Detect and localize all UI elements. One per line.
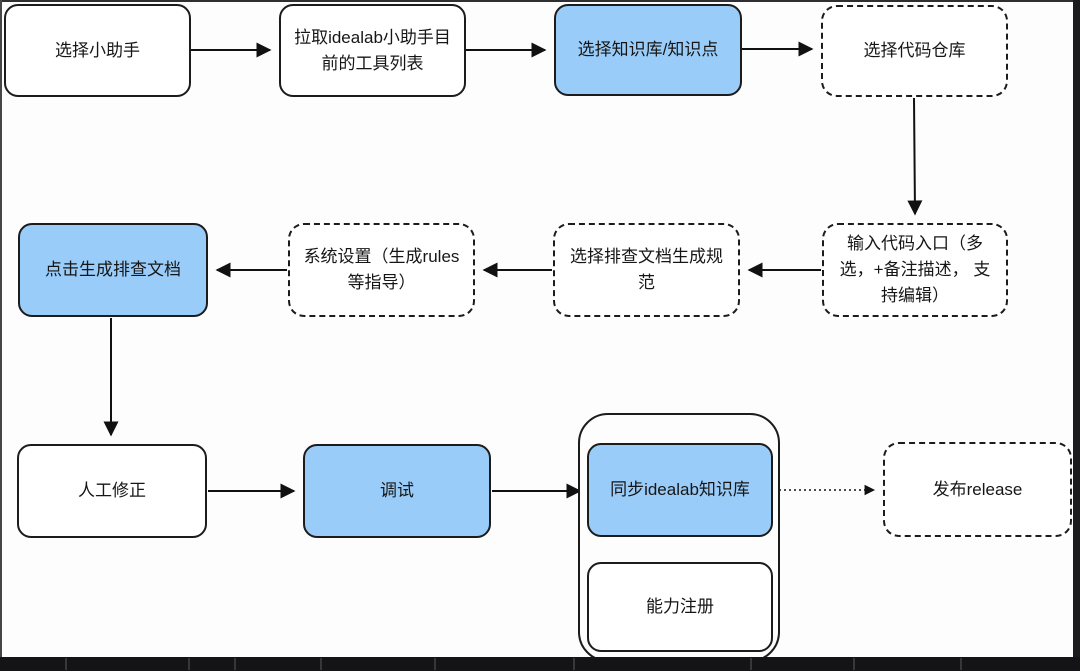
bottom-bar-divider: [960, 658, 962, 670]
screen-edge-right: [1073, 0, 1080, 671]
node-generate-troubleshoot-doc: 点击生成排查文档: [18, 223, 208, 317]
bottom-bar-divider: [234, 658, 236, 670]
edge-select-repo-to-input-entry: [907, 97, 923, 216]
node-sync-idealab-kb: 同步idealab知识库: [587, 443, 773, 537]
node-select-assistant: 选择小助手: [4, 4, 191, 97]
node-capability-register: 能力注册: [587, 562, 773, 652]
bottom-bar-divider: [188, 658, 190, 670]
node-system-settings: 系统设置（生成rules 等指导）: [288, 223, 475, 317]
bottom-bar-divider: [434, 658, 436, 670]
bottom-bar-divider: [320, 658, 322, 670]
node-pull-idealab-tools: 拉取idealab小助手目 前的工具列表: [279, 4, 466, 97]
bottom-bar-divider: [750, 658, 752, 670]
node-select-code-repo: 选择代码仓库: [821, 5, 1008, 97]
bottom-bar-divider: [65, 658, 67, 670]
node-input-code-entry: 输入代码入口（多 选，+备注描述， 支 持编辑）: [822, 223, 1008, 317]
node-debug: 调试: [303, 444, 491, 538]
node-select-knowledge-base: 选择知识库/知识点: [554, 4, 742, 96]
node-select-doc-spec: 选择排查文档生成规 范: [553, 223, 740, 317]
screen-edge-left: [0, 0, 2, 659]
node-manual-fix: 人工修正: [17, 444, 207, 538]
bottom-bar-divider: [573, 658, 575, 670]
bottom-dark-bar: [0, 657, 1080, 671]
screen-edge-top: [0, 0, 1080, 2]
bottom-bar-divider: [853, 658, 855, 670]
node-release: 发布release: [883, 442, 1072, 537]
